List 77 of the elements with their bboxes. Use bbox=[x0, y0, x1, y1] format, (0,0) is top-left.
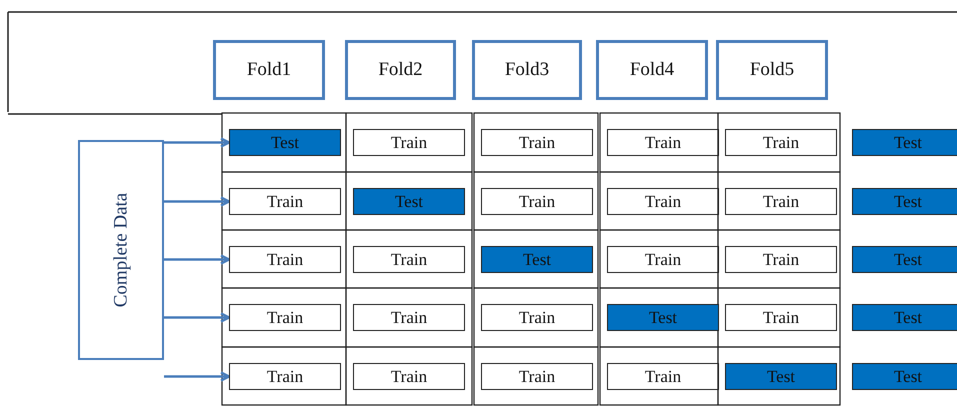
arrow bbox=[164, 254, 230, 265]
split-label: Test bbox=[522, 250, 552, 270]
train-box bbox=[353, 363, 465, 390]
split-label: Train bbox=[518, 192, 556, 212]
fold-label: Fold2 bbox=[378, 59, 423, 81]
split-label: Train bbox=[390, 250, 428, 270]
split-label: Train bbox=[762, 192, 800, 212]
split-label: Test bbox=[894, 250, 922, 270]
train-box bbox=[229, 363, 341, 390]
train-box bbox=[353, 129, 465, 156]
data-box bbox=[78, 140, 164, 360]
train-box bbox=[725, 188, 837, 215]
fold-header-box bbox=[213, 40, 325, 100]
fold-header-box bbox=[596, 40, 708, 100]
split-label: Test bbox=[894, 192, 922, 212]
split-label: Train bbox=[518, 308, 556, 328]
train-box bbox=[607, 129, 719, 156]
arrow bbox=[164, 312, 230, 323]
split-label: Train bbox=[266, 250, 304, 270]
split-label: Test bbox=[894, 366, 922, 386]
test-box bbox=[852, 363, 957, 390]
train-box bbox=[353, 304, 465, 331]
fold-label: Fold1 bbox=[246, 59, 292, 81]
split-label: Train bbox=[762, 250, 800, 270]
fold-header-box bbox=[716, 40, 828, 100]
split-label: Test bbox=[894, 308, 922, 328]
fold-header-box bbox=[472, 40, 582, 100]
test-box bbox=[852, 188, 957, 215]
test-box bbox=[852, 304, 957, 331]
test-box bbox=[481, 246, 593, 273]
arrow bbox=[164, 196, 230, 207]
split-label: Train bbox=[266, 192, 304, 212]
split-label: Train bbox=[644, 132, 682, 152]
split-label: Train bbox=[266, 308, 304, 328]
train-box bbox=[229, 188, 341, 215]
arrow bbox=[164, 371, 230, 382]
split-label: Test bbox=[766, 366, 796, 386]
train-box bbox=[353, 246, 465, 273]
train-box bbox=[481, 304, 593, 331]
fold-label: Fold3 bbox=[504, 59, 550, 81]
fold-label: Fold4 bbox=[630, 59, 674, 81]
train-box bbox=[229, 246, 341, 273]
train-box bbox=[607, 188, 719, 215]
data-label: Complete Data bbox=[110, 192, 132, 308]
fold-header-box bbox=[345, 40, 456, 100]
split-label: Test bbox=[894, 132, 922, 152]
train-box bbox=[229, 304, 341, 331]
split-label: Train bbox=[644, 192, 682, 212]
arrow bbox=[164, 137, 230, 148]
split-label: Train bbox=[762, 132, 800, 152]
test-box bbox=[852, 129, 957, 156]
fold-label: Fold5 bbox=[750, 59, 794, 81]
test-box bbox=[353, 188, 465, 215]
split-label: Train bbox=[518, 132, 556, 152]
train-box bbox=[481, 363, 593, 390]
train-box bbox=[481, 188, 593, 215]
test-box bbox=[607, 304, 719, 331]
split-label: Test bbox=[270, 132, 300, 152]
split-label: Train bbox=[390, 366, 428, 386]
split-label: Train bbox=[762, 308, 800, 328]
split-label: Train bbox=[390, 308, 428, 328]
train-box bbox=[725, 304, 837, 331]
split-label: Train bbox=[644, 250, 682, 270]
split-label: Train bbox=[266, 366, 304, 386]
split-label: Test bbox=[648, 308, 678, 328]
train-box bbox=[607, 363, 719, 390]
test-box bbox=[852, 246, 957, 273]
test-box bbox=[229, 129, 341, 156]
split-label: Train bbox=[390, 132, 428, 152]
train-box bbox=[607, 246, 719, 273]
train-box bbox=[725, 246, 837, 273]
split-label: Train bbox=[644, 366, 682, 386]
train-box bbox=[725, 129, 837, 156]
train-box bbox=[481, 129, 593, 156]
split-label: Train bbox=[518, 366, 556, 386]
split-label: Test bbox=[394, 192, 424, 212]
test-box bbox=[725, 363, 837, 390]
